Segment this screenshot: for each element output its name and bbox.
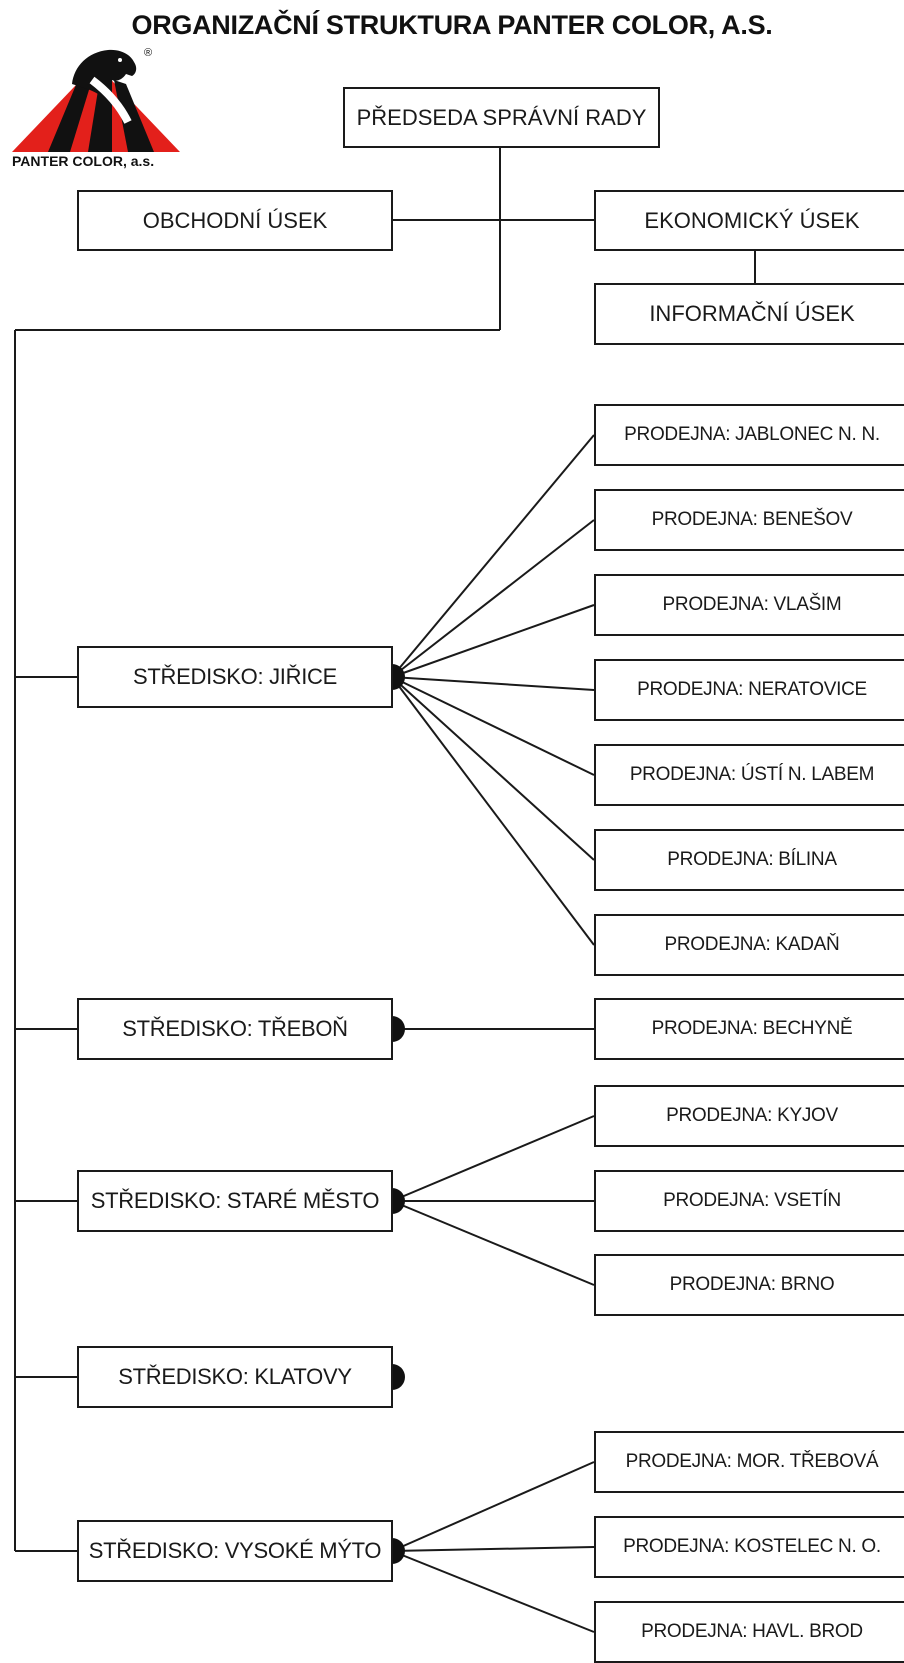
shop-label: PRODEJNA: MOR. TŘEBOVÁ [625, 1451, 879, 1472]
shop-box: PRODEJNA: VLAŠIM [594, 574, 904, 636]
center-shop-connector [391, 676, 595, 946]
chart-title: ORGANIZAČNÍ STRUKTURA PANTER COLOR, A.S. [131, 10, 773, 40]
shop-label: PRODEJNA: BRNO [669, 1274, 835, 1295]
shop-label: PRODEJNA: HAVL. BROD [641, 1621, 863, 1642]
shop-box: PRODEJNA: KOSTELEC N. O. [594, 1516, 904, 1578]
shop-box: PRODEJNA: BRNO [594, 1254, 904, 1316]
shop-box: PRODEJNA: ÚSTÍ N. LABEM [594, 744, 904, 806]
chairman-box: PŘEDSEDA SPRÁVNÍ RADY [343, 87, 660, 148]
chairman-label: PŘEDSEDA SPRÁVNÍ RADY [356, 104, 647, 130]
center-shop-connector [391, 676, 595, 861]
shop-label: PRODEJNA: BENEŠOV [651, 509, 853, 530]
shop-box: PRODEJNA: HAVL. BROD [594, 1601, 904, 1663]
shop-box: PRODEJNA: BECHYNĚ [594, 998, 904, 1060]
center-shop-connector [391, 1550, 595, 1633]
center-box-stare-mesto: STŘEDISKO: STARÉ MĚSTO [77, 1170, 393, 1232]
shop-label: PRODEJNA: KYJOV [666, 1105, 838, 1126]
center-shop-connector [391, 1200, 595, 1286]
center-shop-connector [391, 1546, 595, 1552]
logo-black-stripe [48, 80, 92, 152]
economic-department-box: EKONOMICKÝ ÚSEK [594, 190, 904, 251]
shop-box: PRODEJNA: KYJOV [594, 1085, 904, 1147]
center-label: STŘEDISKO: JIŘICE [133, 664, 337, 689]
panter-logo: ® [12, 47, 180, 152]
shop-box: PRODEJNA: VSETÍN [594, 1170, 904, 1232]
center-label: STŘEDISKO: VYSOKÉ MÝTO [88, 1538, 382, 1563]
shop-box: PRODEJNA: NERATOVICE [594, 659, 904, 721]
panther-eye-icon [118, 58, 122, 62]
shop-label: PRODEJNA: ÚSTÍ N. LABEM [629, 764, 875, 785]
shop-label: PRODEJNA: JABLONEC N. N. [624, 424, 880, 445]
registered-mark: ® [144, 47, 152, 59]
shop-label: PRODEJNA: BECHYNĚ [651, 1018, 853, 1039]
shop-box: PRODEJNA: JABLONEC N. N. [594, 404, 904, 466]
it-department-box: INFORMAČNÍ ÚSEK [594, 283, 904, 345]
center-box-vysoke-myto: STŘEDISKO: VYSOKÉ MÝTO [77, 1520, 393, 1582]
center-shop-connector [391, 1115, 595, 1202]
economic-department-label: EKONOMICKÝ ÚSEK [644, 207, 860, 233]
shop-label: PRODEJNA: KADAŇ [664, 934, 840, 955]
center-label: STŘEDISKO: KLATOVY [118, 1364, 352, 1389]
it-department-label: INFORMAČNÍ ÚSEK [649, 301, 855, 326]
logo-black-stripe [114, 80, 154, 152]
center-label: STŘEDISKO: STARÉ MĚSTO [90, 1188, 380, 1213]
shop-box: PRODEJNA: MOR. TŘEBOVÁ [594, 1431, 904, 1493]
shop-label: PRODEJNA: KOSTELEC N. O. [623, 1536, 881, 1557]
shop-label: PRODEJNA: VSETÍN [663, 1190, 841, 1211]
commercial-department-box: OBCHODNÍ ÚSEK [77, 190, 393, 251]
center-shop-connector [391, 676, 595, 776]
logo-name: PANTER COLOR, a.s. [12, 153, 155, 169]
center-shop-connector [391, 604, 595, 678]
shop-box: PRODEJNA: KADAŇ [594, 914, 904, 976]
shop-label: PRODEJNA: BÍLINA [667, 849, 837, 870]
shop-box: PRODEJNA: BÍLINA [594, 829, 904, 891]
shop-label: PRODEJNA: VLAŠIM [662, 594, 842, 615]
center-shop-connector [391, 1461, 595, 1552]
center-shop-connector [391, 519, 595, 678]
center-shop-connector [391, 434, 595, 678]
logo-ribbon [89, 76, 132, 124]
shop-label: PRODEJNA: NERATOVICE [637, 679, 867, 700]
center-box-trebon: STŘEDISKO: TŘEBOŇ [77, 998, 393, 1060]
shop-box: PRODEJNA: BENEŠOV [594, 489, 904, 551]
center-label: STŘEDISKO: TŘEBOŇ [122, 1016, 348, 1041]
center-box-jirice: STŘEDISKO: JIŘICE [77, 646, 393, 708]
center-box-klatovy: STŘEDISKO: KLATOVY [77, 1346, 393, 1408]
commercial-department-label: OBCHODNÍ ÚSEK [142, 207, 328, 233]
center-shop-connector [391, 676, 595, 691]
